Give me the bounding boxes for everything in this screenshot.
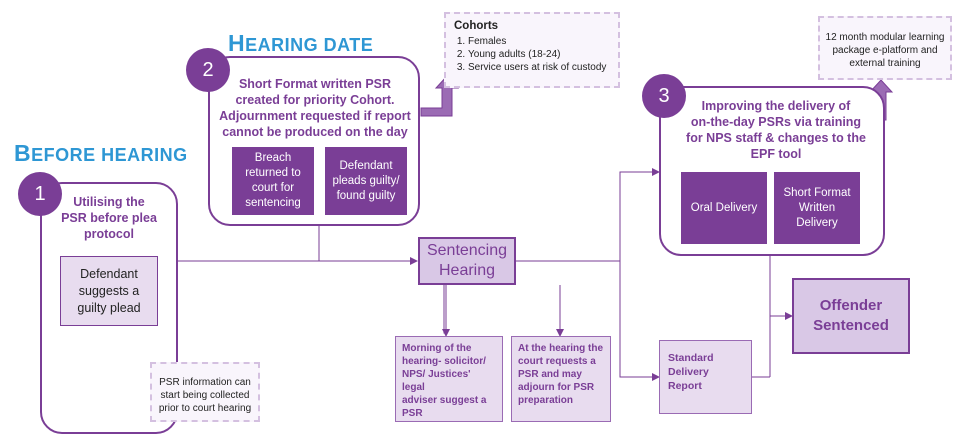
cohorts-note: Cohorts Females Young adults (18-24) Ser… — [444, 12, 620, 88]
morning-of-hearing-box: Morning of the hearing- solicitor/ NPS/ … — [395, 336, 503, 422]
step3-card: Improving the delivery of on-the-day PSR… — [659, 86, 885, 256]
step3-oral-box: Oral Delivery — [681, 172, 767, 244]
learning-note: 12 month modular learning package e-plat… — [818, 16, 952, 80]
phase-title-initial: H — [228, 30, 246, 56]
phase-title-rest: EARING DATE — [245, 35, 374, 55]
step3-circle: 3 — [642, 74, 686, 118]
hearing-date-title: HEARING DATE — [228, 30, 373, 58]
cohorts-item: Young adults (18-24) — [468, 48, 610, 61]
before-hearing-title: BEFORE HEARING — [14, 140, 188, 168]
step1-circle: 1 — [18, 172, 62, 216]
branch-to-step3-line — [619, 168, 660, 261]
step2-guilty-box: Defendant pleads guilty/ found guilty — [325, 147, 407, 215]
step2-circle: 2 — [186, 48, 230, 92]
step2-title: Short Format written PSR created for pri… — [219, 77, 411, 139]
cohorts-list: Females Young adults (18-24) Service use… — [454, 35, 610, 74]
standard-delivery-box: Standard Delivery Report — [659, 340, 752, 414]
step3-short-format-box: Short Format Written Delivery — [774, 172, 860, 244]
cohorts-item: Service users at risk of custody — [468, 61, 610, 74]
cohorts-title: Cohorts — [454, 20, 499, 32]
cohorts-item: Females — [468, 35, 610, 48]
step2-card: Short Format written PSR created for pri… — [208, 56, 420, 226]
phase-title-rest: EFORE HEARING — [31, 145, 188, 165]
court-requests-psr-box: At the hearing the court requests a PSR … — [511, 336, 611, 422]
step1-title: Utilising the PSR before plea protocol — [61, 195, 157, 241]
branch-to-standard-line — [619, 261, 660, 381]
step3-title: Improving the delivery of on-the-day PSR… — [686, 99, 866, 161]
psr-info-note: PSR information can start being collecte… — [150, 362, 260, 422]
step2-breach-box: Breach returned to court for sentencing — [232, 147, 314, 215]
offender-sentenced-box: Offender Sentenced — [792, 278, 910, 354]
sentencing-hearing-box: Sentencing Hearing — [418, 237, 516, 285]
phase-title-initial: B — [14, 140, 32, 166]
step1-action-box: Defendant suggests a guilty plead — [60, 256, 158, 326]
